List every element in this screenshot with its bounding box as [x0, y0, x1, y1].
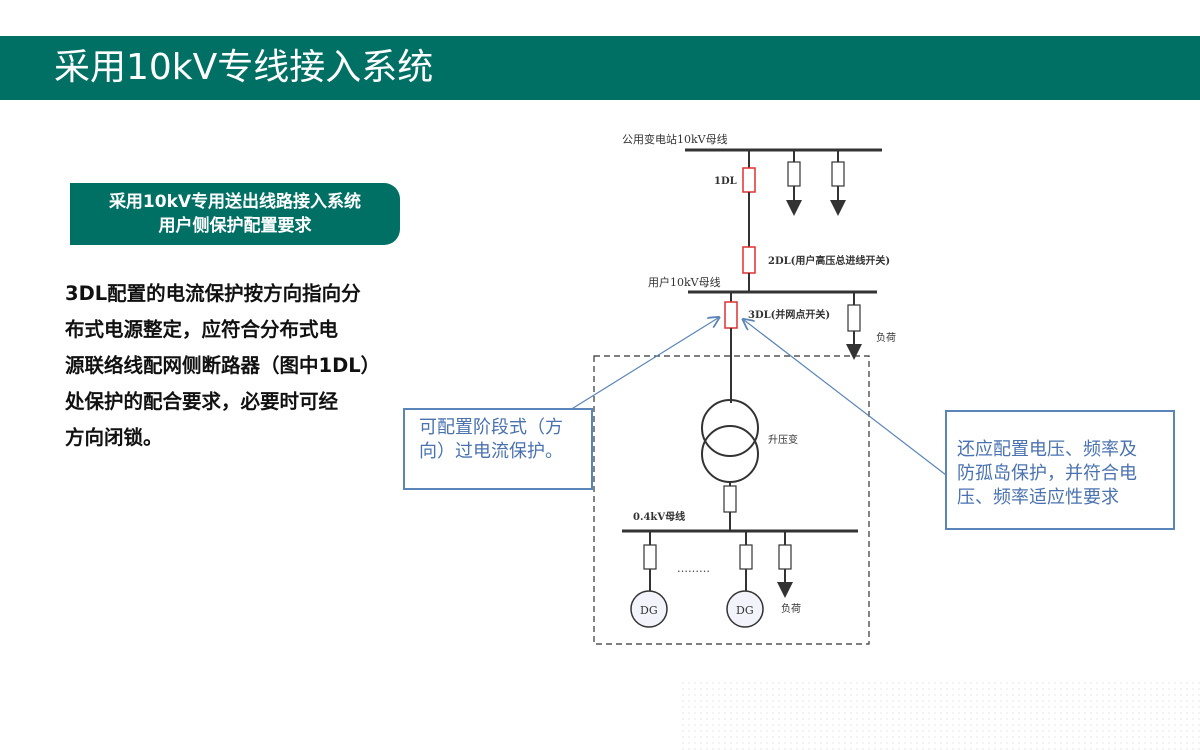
dg-breaker — [739, 544, 753, 570]
feeder-switch — [787, 161, 801, 187]
body-paragraph: 3DL配置的电流保护按方向指向分 布式电源整定，应符合分布式电 源联络线配网侧断… — [65, 276, 415, 456]
callout-overcurrent: 可配置阶段式（方 向）过电流保护。 — [403, 408, 593, 490]
title-bar: 采用10kV专线接入系统 — [0, 36, 1200, 100]
dg-unit — [726, 590, 764, 628]
callout-line: 向）过电流保护。 — [419, 441, 563, 462]
subtitle-box: 采用10kV专用送出线路接入系统 用户侧保护配置要求 — [70, 183, 400, 245]
subtitle-line-2: 用户侧保护配置要求 — [158, 216, 312, 236]
transformer-winding-hv — [701, 399, 759, 457]
breaker-1dl-label: 1DL — [714, 176, 737, 187]
page-title: 采用10kV专线接入系统 — [54, 47, 434, 88]
callout-line: 还应配置电压、频率及 — [957, 439, 1137, 460]
callout-line: 压、频率适应性要求 — [957, 487, 1119, 508]
transformer-label: 升压变 — [768, 433, 798, 446]
body-line: 源联络线配网侧断路器（图中1DL） — [65, 354, 381, 377]
body-line: 方向闭锁。 — [65, 426, 163, 449]
transformer-winding-lv — [701, 425, 759, 483]
breaker-2dl-label: 2DL(用户高压总进线开关) — [768, 254, 890, 267]
lv-breaker — [723, 485, 737, 513]
feeder-switch — [831, 161, 845, 187]
load-label-top: 负荷 — [876, 331, 896, 344]
branch-ellipsis: ……… — [677, 562, 710, 575]
dg-plant-boundary — [593, 355, 870, 645]
callout-right-pointer — [744, 320, 947, 476]
body-line: 3DL配置的电流保护按方向指向分 — [65, 282, 361, 305]
dg-unit — [630, 590, 668, 628]
substation-bus-label: 公用变电站10kV母线 — [622, 132, 728, 146]
load-switch — [778, 544, 792, 570]
load-switch — [847, 304, 861, 332]
dg-label: DG — [640, 604, 658, 617]
callout-line: 防孤岛保护，并符合电 — [957, 463, 1137, 484]
breaker-2dl — [742, 246, 756, 274]
dg-breaker — [643, 544, 657, 570]
callout-left-pointer — [569, 318, 718, 411]
dg-label: DG — [736, 604, 754, 617]
subtitle-line-1: 采用10kV专用送出线路接入系统 — [108, 192, 362, 212]
breaker-3dl-label: 3DL(并网点开关) — [748, 308, 830, 321]
callout-anti-islanding: 还应配置电压、频率及 防孤岛保护，并符合电 压、频率适应性要求 — [945, 410, 1175, 530]
lv-bus-label: 0.4kV母线 — [633, 510, 685, 523]
user-bus-label: 用户10kV母线 — [648, 275, 721, 289]
breaker-3dl — [724, 301, 738, 329]
body-line: 布式电源整定，应符合分布式电 — [65, 318, 339, 341]
load-label-bottom: 负荷 — [781, 602, 801, 615]
decorative-dot-pattern — [680, 680, 1200, 750]
breaker-1dl — [742, 167, 756, 193]
callout-line: 可配置阶段式（方 — [419, 417, 563, 438]
body-line: 处保护的配合要求，必要时可经 — [65, 390, 339, 413]
